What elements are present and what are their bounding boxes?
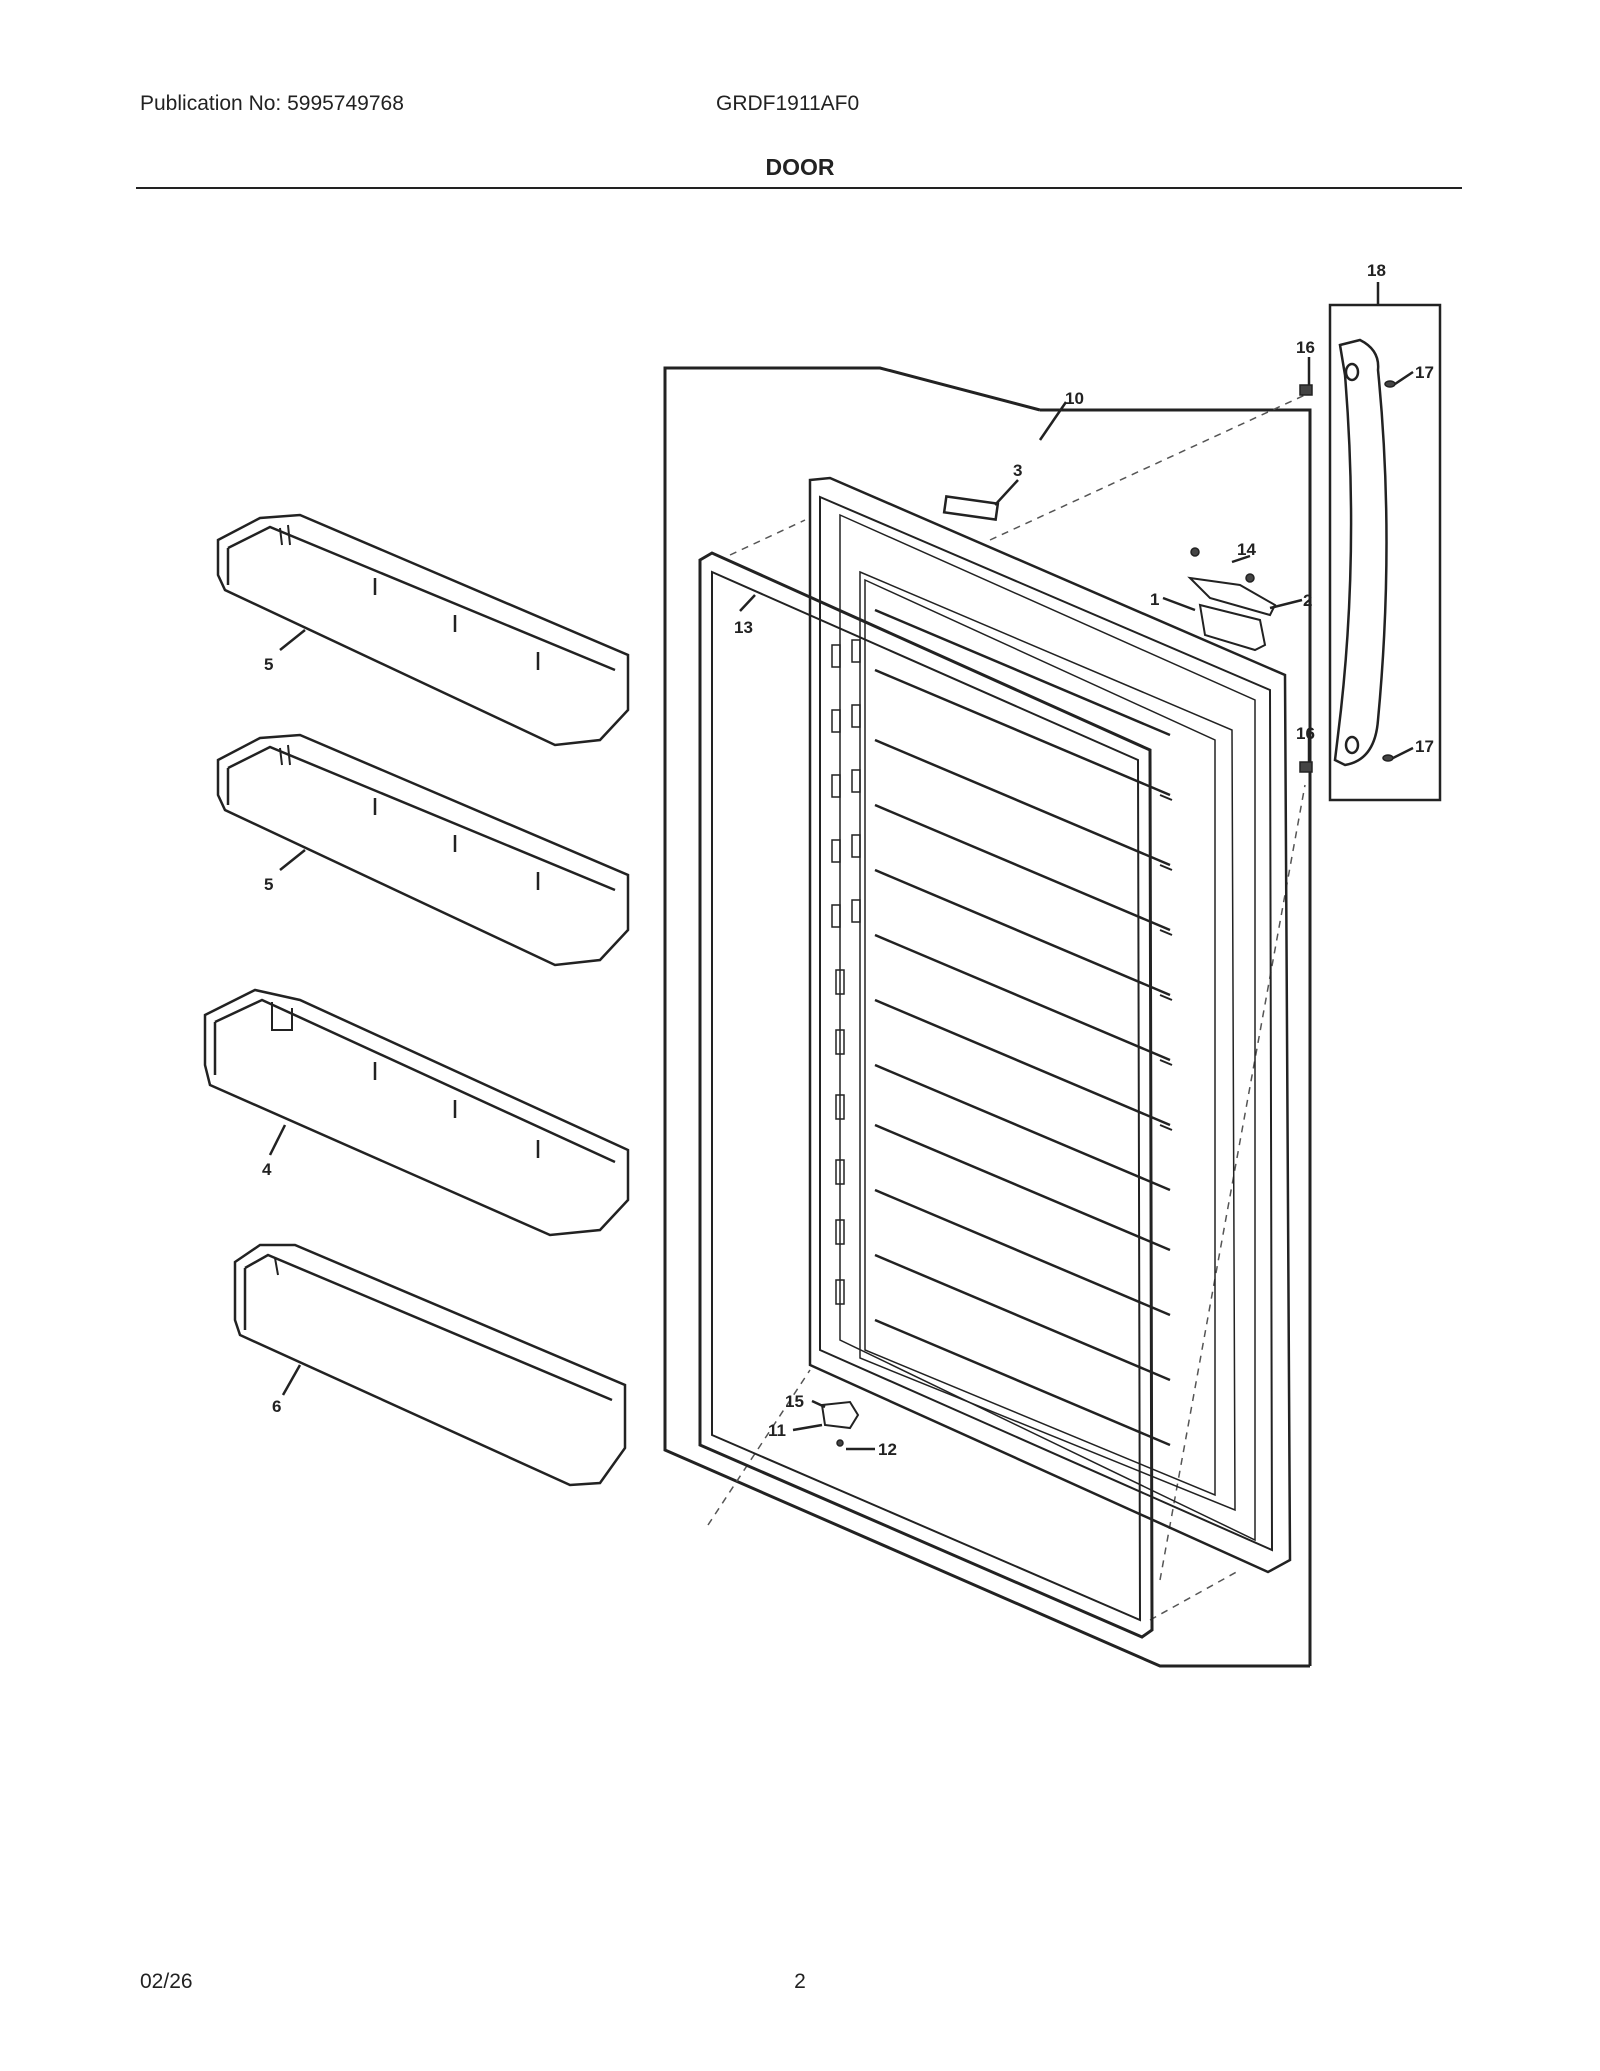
callout-15: 15 [785, 1392, 804, 1411]
door-liner [808, 476, 1292, 1574]
publication-number: Publication No: 5995749768 [140, 92, 404, 115]
callout-12: 12 [878, 1440, 897, 1459]
callout-17-top: 17 [1415, 363, 1434, 382]
model-number: GRDF1911AF0 [716, 92, 860, 115]
page-number: 2 [794, 1970, 806, 1993]
callout-3: 3 [1013, 461, 1022, 480]
page-title: DOOR [765, 154, 835, 180]
callout-18: 18 [1367, 261, 1386, 280]
door-bin-5-lower [216, 733, 630, 967]
footer-date: 02/26 [140, 1970, 193, 1993]
liner-shelf-ribs [874, 608, 1171, 1447]
callout-14: 14 [1237, 540, 1256, 559]
callout-16-top: 16 [1296, 338, 1315, 357]
alignment-lines [707, 394, 1306, 1621]
callout-11: 11 [768, 1421, 786, 1440]
leader-lines [268, 282, 1414, 1451]
callout-17-bottom: 17 [1415, 737, 1434, 756]
handle-frame [1328, 303, 1442, 802]
header-rule [136, 187, 1462, 189]
callout-13: 13 [734, 618, 753, 637]
door-handle [1333, 338, 1388, 767]
door-assembly-frame [663, 366, 1312, 1668]
callout-6: 6 [272, 1397, 281, 1416]
callout-16-bottom: 16 [1296, 724, 1315, 743]
callout-10: 10 [1065, 389, 1084, 408]
callout-2: 2 [1303, 591, 1312, 610]
callout-5-upper: 5 [264, 655, 273, 674]
door-bin-5-upper [216, 513, 630, 747]
callout-1: 1 [1150, 590, 1159, 609]
callout-4: 4 [262, 1160, 272, 1179]
door-bin-4 [203, 988, 630, 1237]
liner-side-slots [831, 639, 861, 1305]
callout-5-lower: 5 [264, 875, 273, 894]
door-bin-6 [233, 1243, 627, 1487]
hardware [820, 380, 1396, 1447]
door-gasket [698, 551, 1154, 1639]
